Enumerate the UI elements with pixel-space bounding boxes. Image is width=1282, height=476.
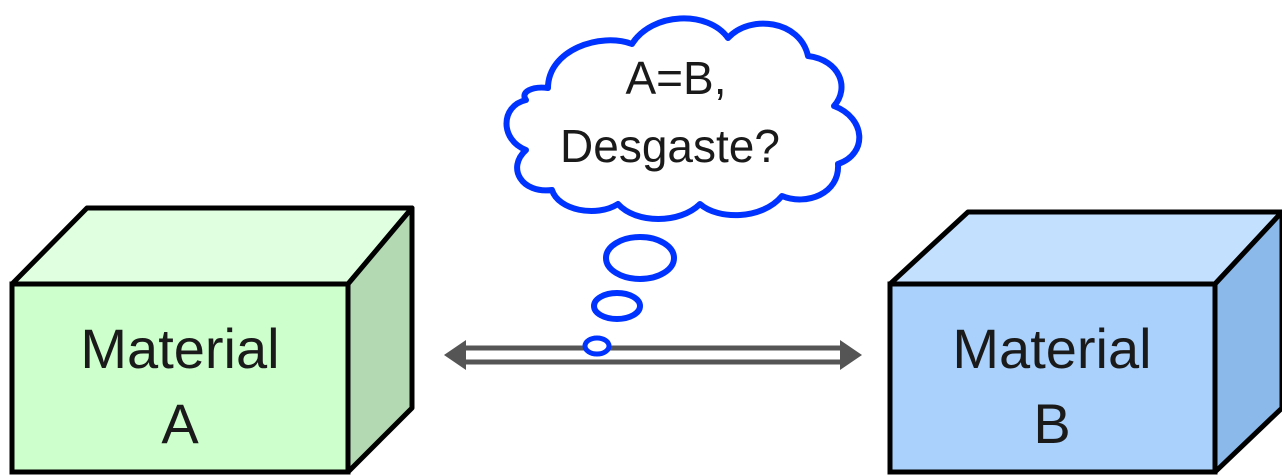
material-b-box: Material B [887,209,1282,475]
arrowhead-left-icon [444,340,466,370]
material-a-top-face [9,205,415,287]
material-b-front-face [887,281,1218,475]
thought-cloud: A=B, Desgaste? [503,15,863,222]
thought-text-line2: Desgaste? [560,120,780,172]
material-a-label-line2: A [161,392,199,455]
material-b-label-line1: Material [952,317,1151,380]
thought-trail [582,234,677,357]
material-a-box: Material A [9,205,415,475]
material-a-front-face [9,281,351,475]
material-a-label-line1: Material [80,317,279,380]
thought-bubble-medium [591,290,643,322]
thought-text-line1: A=B, [625,52,726,104]
thought-bubble-small [582,335,612,357]
thought-cloud-shape [503,15,863,222]
material-b-label-line2: B [1033,392,1070,455]
double-arrow [444,340,862,370]
arrowhead-right-icon [840,340,862,370]
thought-bubble-large [603,234,677,282]
